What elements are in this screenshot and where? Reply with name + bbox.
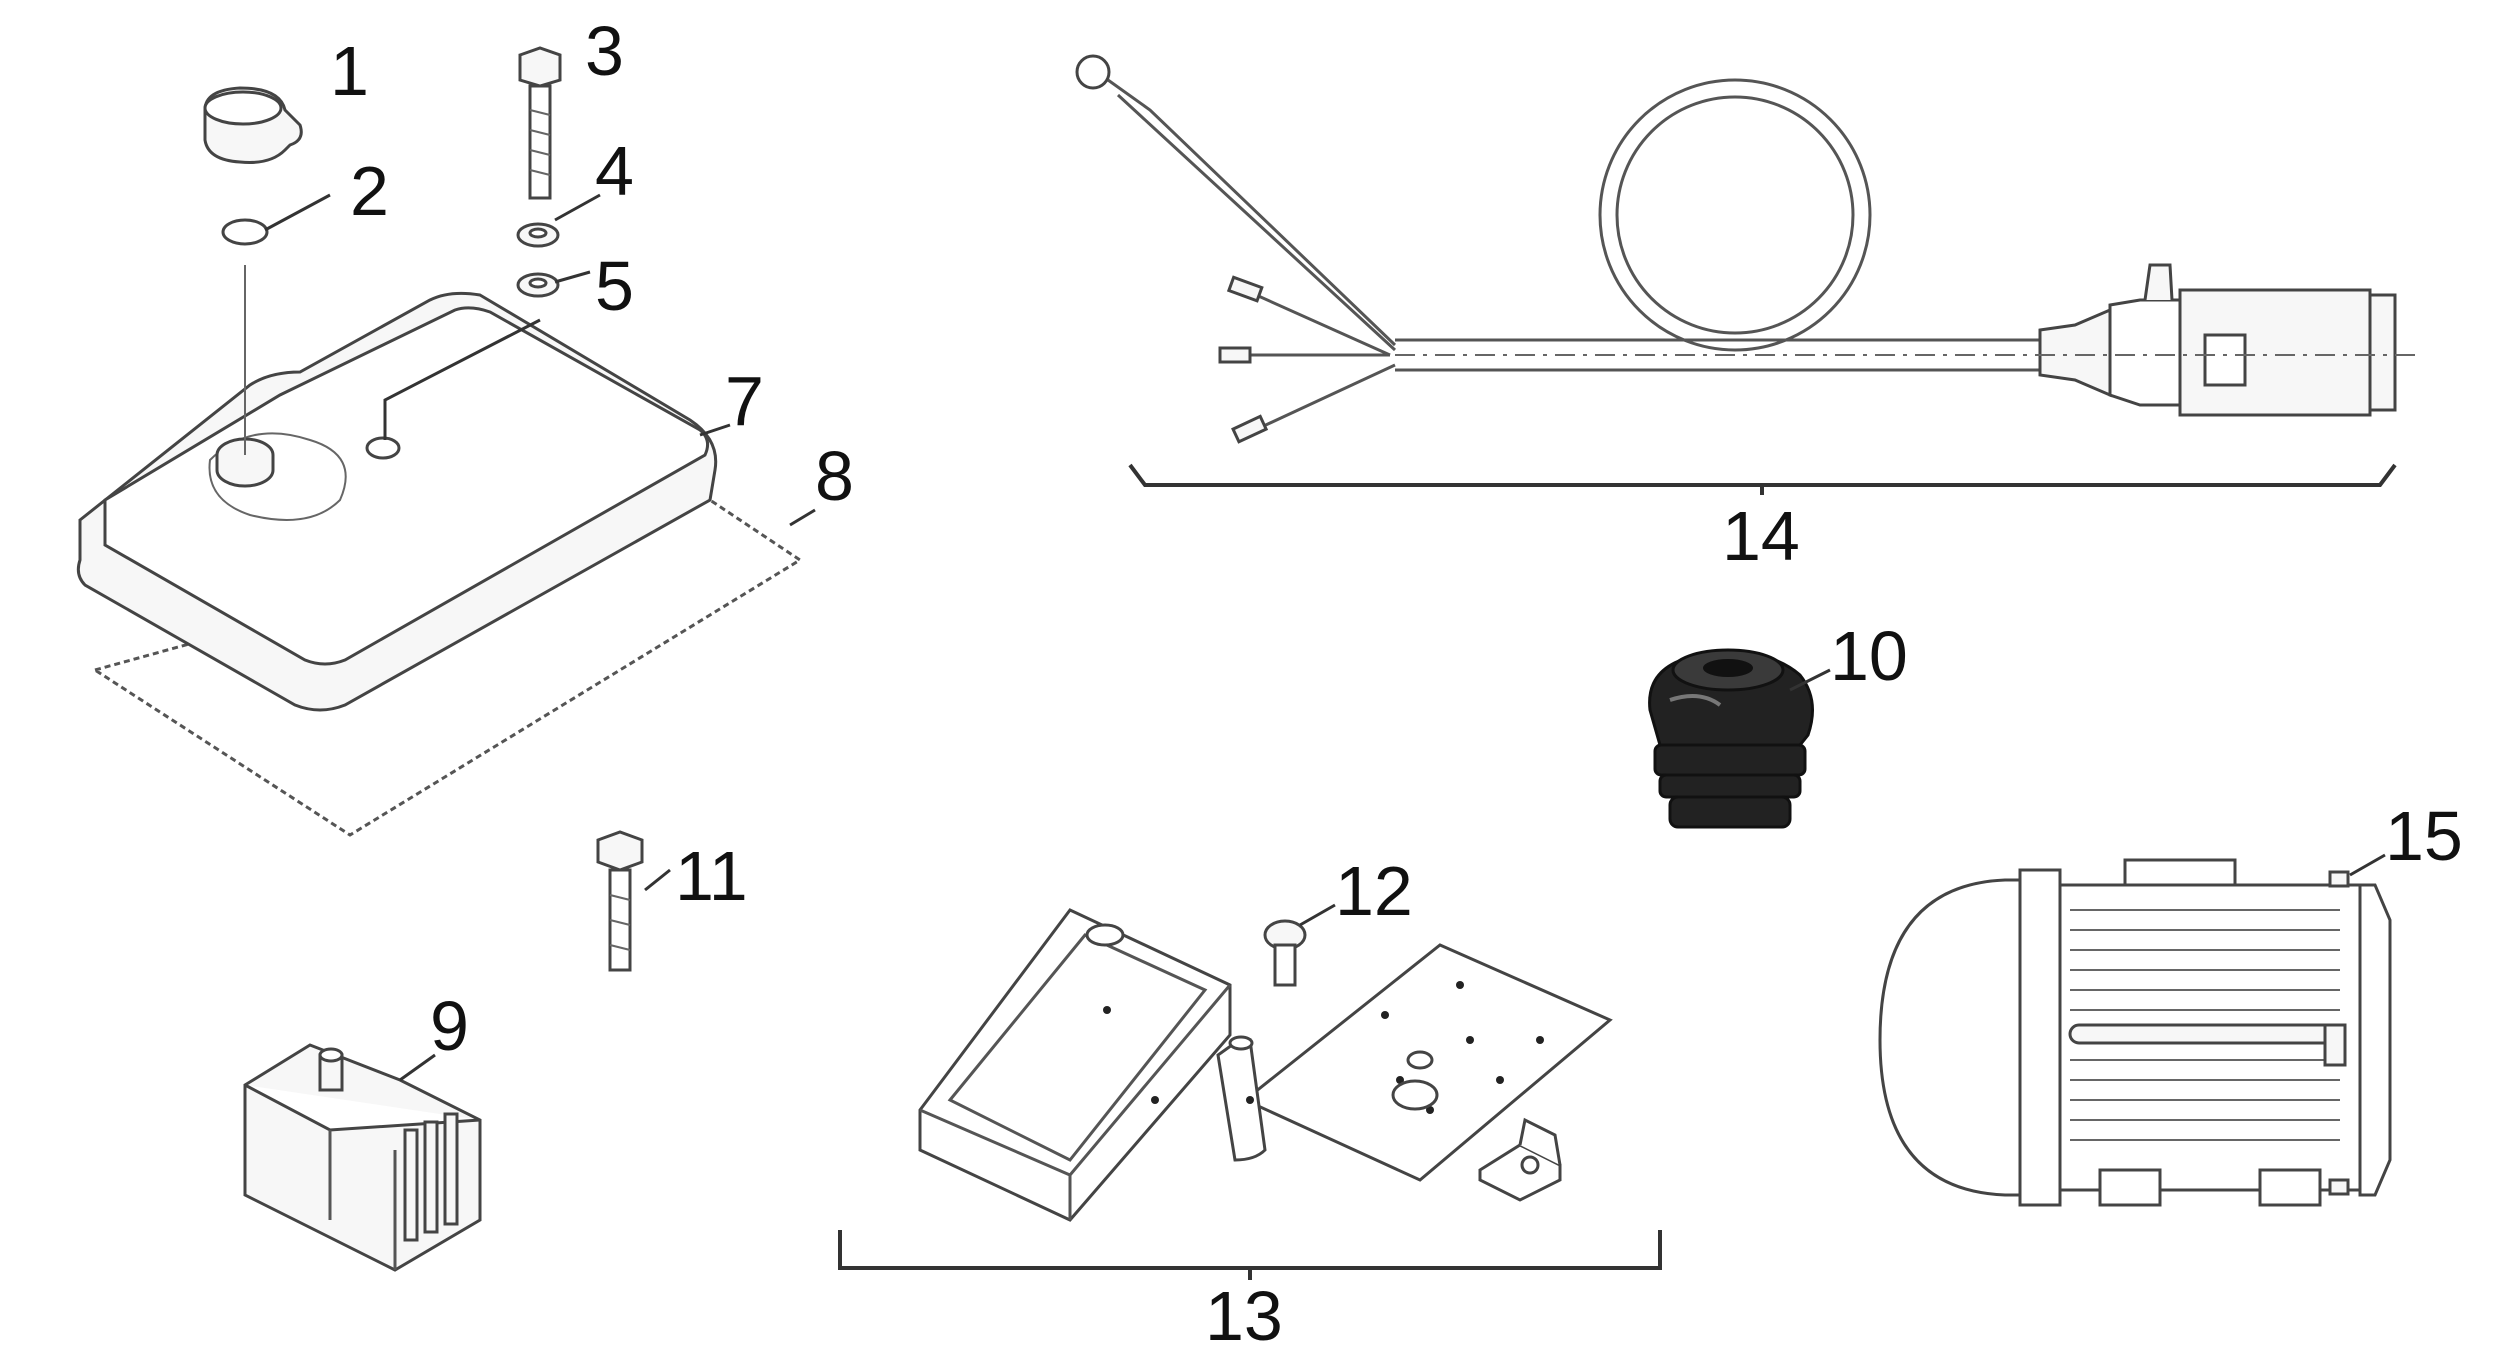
callout-2: 2: [350, 152, 389, 230]
callout-9: 9: [430, 987, 469, 1065]
callout-12: 12: [1335, 852, 1413, 930]
callout-14: 14: [1722, 497, 1800, 575]
part-3-bolt: [518, 46, 562, 200]
part-10-cable-gland: [1648, 648, 1814, 829]
part-9-terminal-block: [243, 1043, 482, 1272]
part-2-o-ring: [221, 218, 269, 246]
part-15-motor: [1878, 858, 2392, 1207]
callout-7: 7: [725, 362, 764, 440]
part-14-cable-assembly: [1075, 54, 2420, 444]
callout-11: 11: [675, 837, 748, 915]
callout-3: 3: [585, 12, 624, 90]
part-12-small-screw: [1263, 919, 1307, 987]
bracket-13: [838, 1230, 1662, 1280]
callout-labels: 1 2 3 4 5 7 8 9 10 11 12 13 14 15: [330, 12, 2463, 1346]
callout-4: 4: [595, 132, 634, 210]
part-1-knob: [203, 86, 303, 164]
part-4-washer: [516, 222, 560, 248]
callout-1: 1: [330, 32, 369, 110]
callout-8: 8: [815, 437, 854, 515]
part-13-mounting-kit: [918, 908, 1613, 1222]
part-5-lock-washer: [516, 272, 560, 298]
callout-15: 15: [2385, 797, 2463, 875]
part-11-screw: [596, 830, 644, 972]
part-7-cover: [76, 265, 718, 712]
callout-10: 10: [1830, 617, 1908, 695]
bracket-14: [1128, 463, 2397, 495]
leader-lines: [264, 193, 2386, 1082]
callout-5: 5: [595, 247, 634, 325]
callout-13: 13: [1205, 1277, 1283, 1346]
